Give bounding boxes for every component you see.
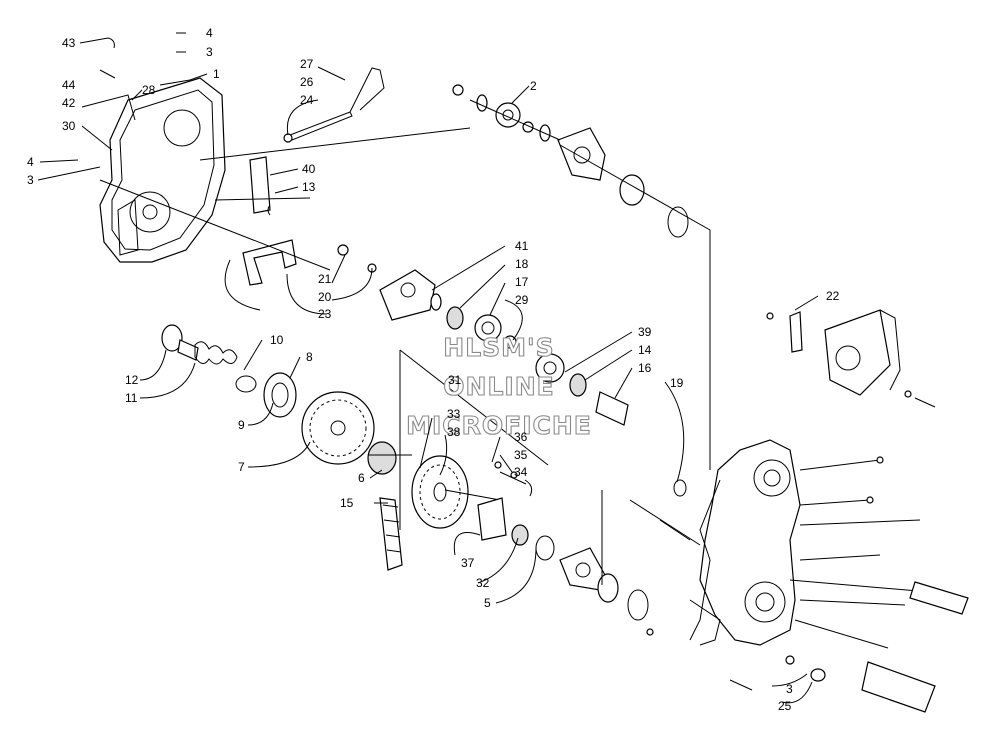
shift-lever bbox=[283, 67, 385, 143]
middle-gears bbox=[337, 244, 687, 497]
callout-3-left: 3 bbox=[27, 173, 34, 187]
callout-31: 31 bbox=[448, 373, 462, 387]
watermark-line-3: MICROFICHE bbox=[406, 411, 592, 440]
gearcase-housing bbox=[689, 439, 801, 646]
callout-22: 22 bbox=[826, 289, 840, 303]
right-bracket bbox=[766, 309, 936, 408]
callout-35: 35 bbox=[514, 448, 528, 462]
callout-3-bottom: 3 bbox=[786, 682, 793, 696]
callout-10: 10 bbox=[270, 333, 284, 347]
callout-6: 6 bbox=[358, 471, 365, 485]
callout-32: 32 bbox=[476, 576, 490, 590]
callout-1: 1 bbox=[213, 67, 220, 81]
upper-shaft-parts bbox=[452, 84, 711, 470]
callout-23: 23 bbox=[318, 307, 332, 321]
callout-26: 26 bbox=[300, 75, 314, 89]
callout-39: 39 bbox=[638, 325, 652, 339]
callout-38: 38 bbox=[447, 425, 461, 439]
left-gear-stack bbox=[161, 324, 412, 475]
callout-14: 14 bbox=[638, 343, 652, 357]
callout-44: 44 bbox=[62, 78, 76, 92]
callout-4-top: 4 bbox=[206, 26, 213, 40]
driven-gear bbox=[399, 349, 555, 561]
callout-33: 33 bbox=[447, 407, 461, 421]
callout-4-left: 4 bbox=[27, 155, 34, 169]
callout-27: 27 bbox=[300, 57, 314, 71]
callout-36: 36 bbox=[514, 430, 528, 444]
housing-cover bbox=[99, 77, 226, 263]
callout-21: 21 bbox=[318, 272, 332, 286]
callout-19: 19 bbox=[670, 376, 684, 390]
leader-lines bbox=[37, 32, 819, 704]
plate bbox=[249, 156, 271, 216]
drive-chain bbox=[379, 497, 403, 571]
callout-24: 24 bbox=[300, 93, 314, 107]
callout-43: 43 bbox=[62, 36, 76, 50]
callout-labels: 43 4 3 44 42 28 1 30 4 3 27 26 24 40 13 … bbox=[27, 26, 840, 713]
callout-7: 7 bbox=[238, 460, 245, 474]
callout-2: 2 bbox=[530, 79, 537, 93]
lower-bearing bbox=[559, 490, 654, 636]
callout-29: 29 bbox=[515, 293, 529, 307]
callout-15: 15 bbox=[340, 496, 354, 510]
watermark-line-2: ONLINE bbox=[443, 372, 554, 401]
watermark: HLSM'S ONLINE MICROFICHE bbox=[406, 332, 592, 440]
callout-3-top: 3 bbox=[206, 45, 213, 59]
callout-40: 40 bbox=[302, 162, 316, 176]
callout-37: 37 bbox=[461, 556, 475, 570]
callout-9: 9 bbox=[238, 418, 245, 432]
callout-28: 28 bbox=[142, 83, 156, 97]
callout-12: 12 bbox=[125, 373, 139, 387]
callout-34: 34 bbox=[514, 465, 528, 479]
callout-5: 5 bbox=[484, 596, 491, 610]
callout-16: 16 bbox=[638, 361, 652, 375]
callout-8: 8 bbox=[306, 350, 313, 364]
callout-18: 18 bbox=[515, 257, 529, 271]
callout-20: 20 bbox=[318, 290, 332, 304]
callout-17: 17 bbox=[515, 275, 529, 289]
callout-11: 11 bbox=[125, 391, 138, 405]
case-bolts bbox=[629, 456, 969, 713]
callout-13: 13 bbox=[302, 180, 316, 194]
callout-25: 25 bbox=[778, 699, 792, 713]
callout-42: 42 bbox=[62, 96, 76, 110]
callout-30: 30 bbox=[62, 119, 76, 133]
watermark-line-1: HLSM'S bbox=[443, 333, 554, 362]
bracket bbox=[214, 197, 311, 311]
callout-41: 41 bbox=[515, 239, 529, 253]
